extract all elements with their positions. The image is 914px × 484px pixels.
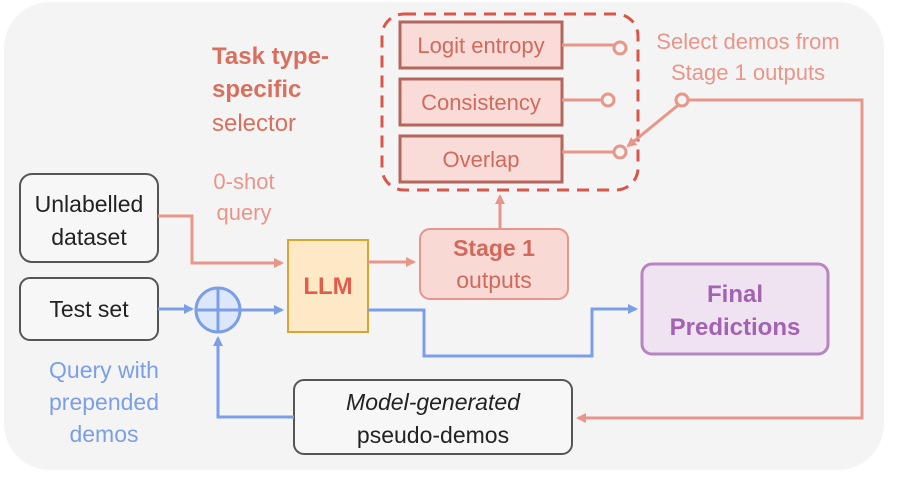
pseudo-demos-italic: Model-generated — [346, 389, 521, 415]
selector-dashed-frame — [380, 12, 640, 192]
switch-lever — [626, 100, 683, 148]
query-prepended-line-1: Query with — [49, 357, 159, 383]
unlabelled-dataset-box — [19, 173, 159, 263]
overlap-terminal-dot — [612, 144, 628, 160]
logit-terminal-dot — [612, 40, 628, 56]
query-prepended-line-2: prepended — [49, 389, 159, 415]
llm-to-final-arrow — [368, 304, 638, 358]
option-logit-entropy-label: Logit entropy — [417, 33, 544, 58]
unlabelled-dataset-line-2: dataset — [51, 224, 127, 250]
combiner-plus-icon — [194, 286, 242, 334]
option-consistency-label: Consistency — [421, 90, 541, 115]
query-prepended-line-3: demos — [69, 421, 138, 447]
option-consistency-box — [398, 77, 564, 127]
pseudo-to-combiner-arrow — [213, 336, 294, 419]
stage1-title: Stage 1 — [453, 235, 535, 261]
zero-shot-line-1: 0-shot — [213, 169, 274, 194]
llm-label: LLM — [303, 273, 352, 300]
final-predictions-box — [640, 262, 830, 356]
option-overlap-label: Overlap — [442, 147, 519, 172]
select-note-line-1: Select demos from — [656, 29, 839, 54]
pseudo-demos-normal: pseudo-demos — [357, 422, 509, 448]
unlabelled-dataset-line-1: Unlabelled — [35, 191, 144, 217]
zero-shot-arrow — [158, 214, 284, 268]
selector-title-line-1: Task type- — [212, 43, 329, 70]
feedback-arrow — [576, 98, 864, 423]
selector-subtitle: selector — [212, 110, 296, 137]
stage1-subtitle: outputs — [456, 267, 531, 293]
selector-title-line-2: specific — [212, 76, 301, 103]
select-note-line-2: Stage 1 outputs — [671, 60, 825, 85]
final-line-2: Predictions — [670, 314, 801, 341]
zero-shot-line-2: query — [216, 200, 271, 225]
final-line-1: Final — [707, 281, 763, 308]
test-set-label: Test set — [49, 296, 129, 322]
consistency-terminal-dot — [600, 92, 616, 108]
stage1-outputs-box — [419, 228, 569, 300]
option-overlap-box — [398, 134, 564, 184]
llm-box — [287, 239, 369, 333]
switch-pivot-dot — [674, 92, 690, 108]
option-logit-entropy-box — [398, 20, 564, 70]
